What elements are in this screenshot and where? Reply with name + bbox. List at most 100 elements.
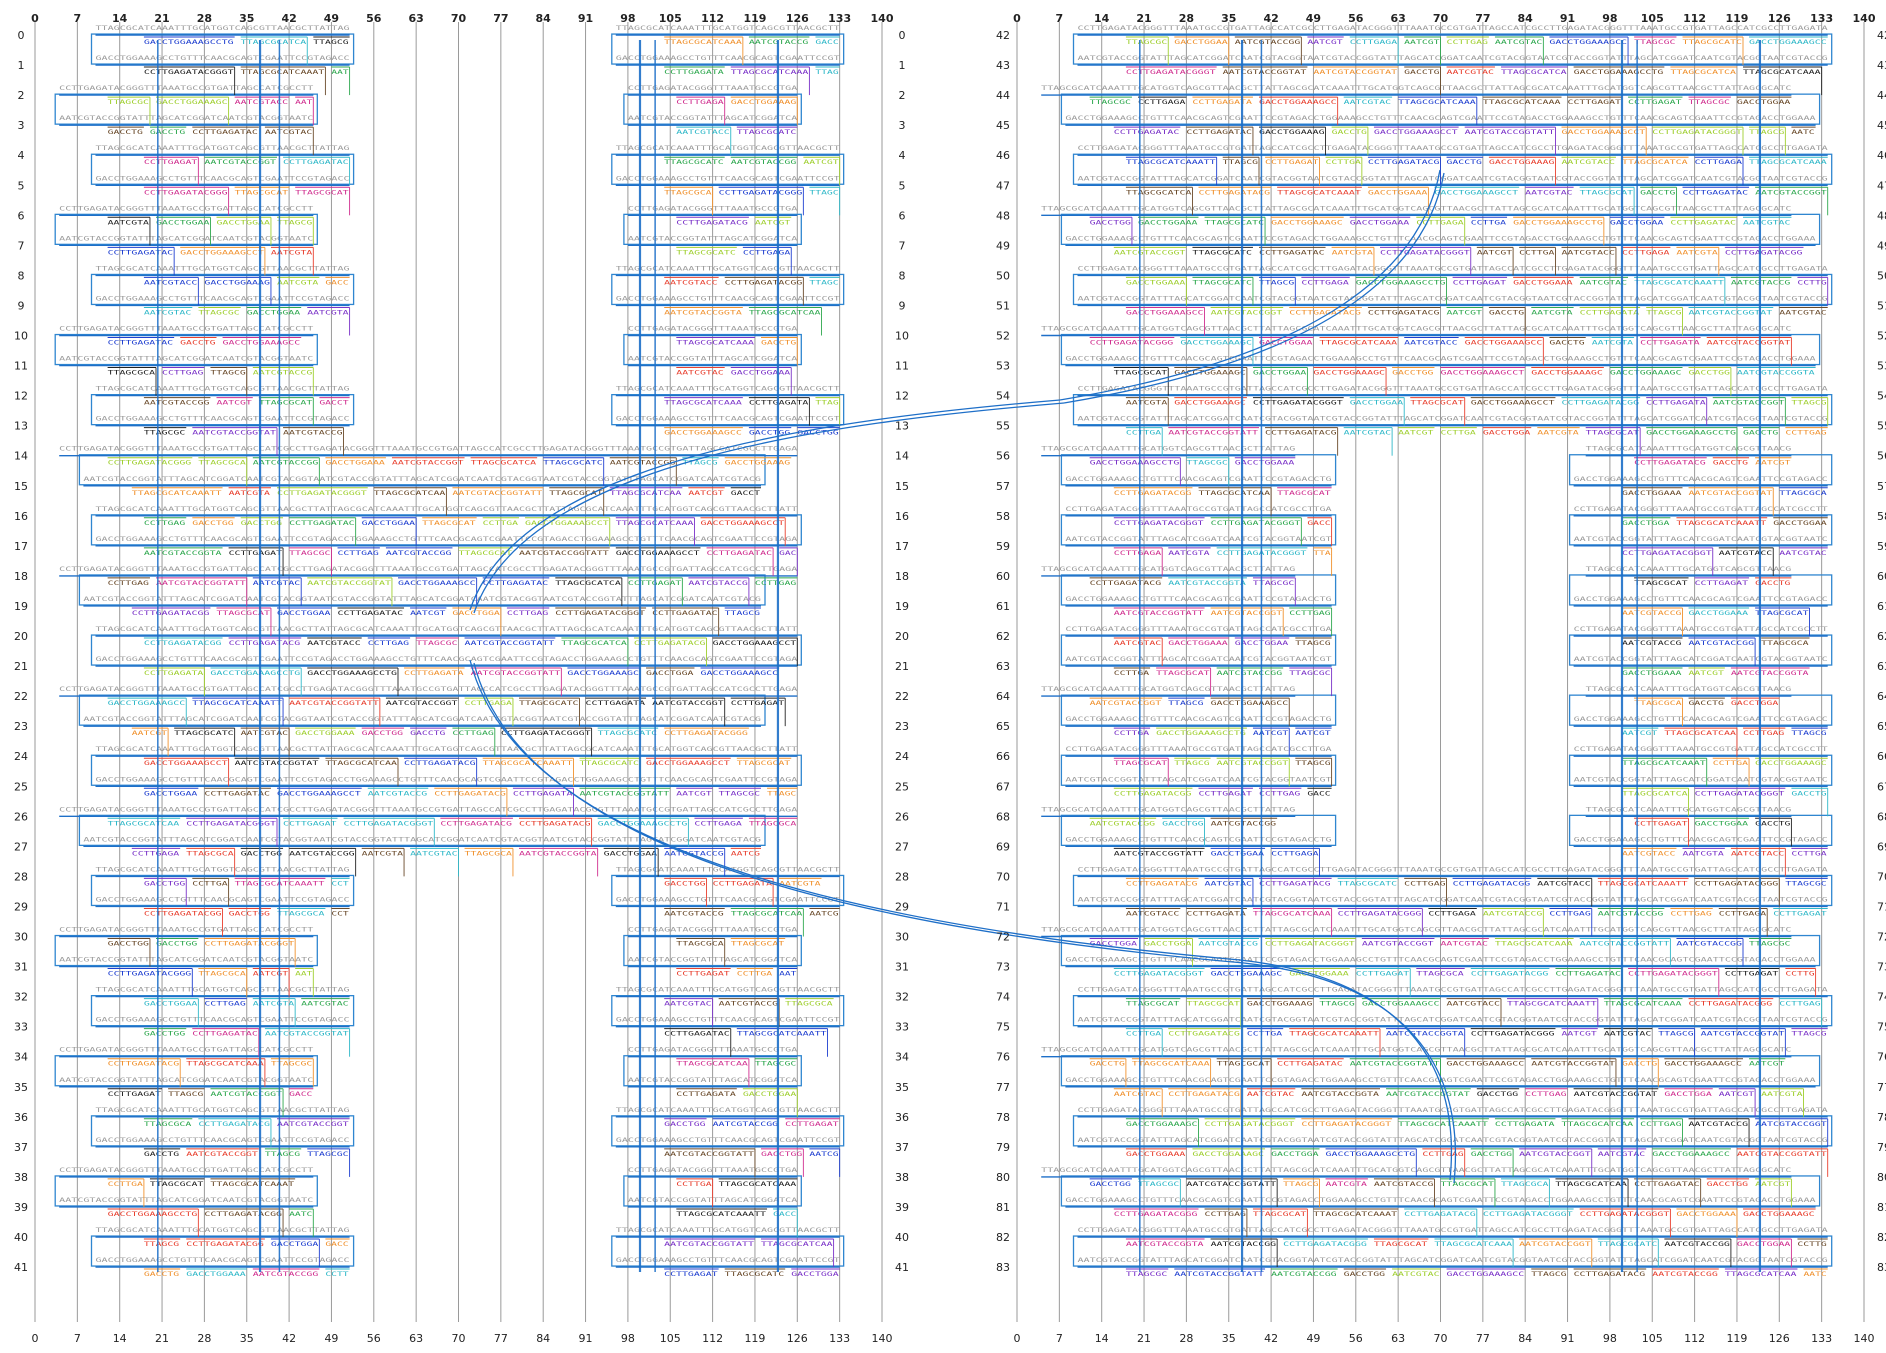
scaffold-sequence: CCTTGAGATACGGGTTTAAATGCCGTGA <box>628 325 798 333</box>
x-tick-label-top: 77 <box>493 12 508 25</box>
staple-sequence: GACCTGGA <box>271 1240 319 1248</box>
staple-sequence: AATCGT <box>1562 1030 1598 1038</box>
x-tick-label-bottom: 84 <box>536 1332 550 1345</box>
scaffold-sequence: GACCTGGAAAGCCTGTTTCAACGCAGTCGAATTCCGTAGA… <box>1065 475 1331 483</box>
x-tick-label-top: 63 <box>408 12 423 25</box>
x-tick-label-top: 84 <box>1518 12 1534 25</box>
scaffold-sequence: CCTTGAGATACGGGTTTAAATGCCGTGA <box>628 1166 798 1174</box>
staple-sequence: CCTTGAGATAC <box>652 609 718 617</box>
staple-sequence: AATCGTACCGGTATT <box>452 489 542 497</box>
row-label: 50 <box>996 269 1010 282</box>
staple-sequence: GACCTGGAAAG <box>731 98 797 106</box>
staple-sequence: AATCGT <box>1689 669 1725 677</box>
row-label: 23 <box>14 720 28 733</box>
staple-sequence: GACCTGG <box>664 1120 706 1128</box>
scaffold-sequence: CCTTGAGATACGGGTTTAAATGCCGTGATTAGCCATCGCC… <box>1078 1106 1828 1114</box>
row-label: 29 <box>895 900 909 913</box>
staple-sequence: AATCGTACCG <box>664 909 724 917</box>
row-label: 53 <box>1877 360 1886 373</box>
staple-sequence: TTAGCG <box>1531 1270 1567 1278</box>
row-label: 60 <box>996 570 1010 583</box>
long-crossovers <box>157 40 1762 1272</box>
staple-sequence: TTAGCG <box>1791 399 1827 407</box>
staple-sequence: GACCTG <box>1755 819 1791 827</box>
row-label: 82 <box>996 1231 1010 1244</box>
row-label: 65 <box>996 720 1010 733</box>
x-tick-label-bottom: 140 <box>1854 1332 1875 1345</box>
scaffold-sequence: GACCTGGAAAGCCTGTTTCAACGCAGTCGAATTCCGTAGA… <box>1065 956 1815 964</box>
row-label: 28 <box>14 870 28 883</box>
staple-sequence: GACCTGGAAAGCCT <box>144 759 228 767</box>
staple-sequence: AATCGTAC <box>1779 549 1827 557</box>
staple-sequence: TTAGCG <box>1791 1030 1827 1038</box>
staple-sequence: GACCTG <box>1489 308 1525 316</box>
staple-sequence: AATCGTA <box>1676 248 1718 256</box>
staple-sequence: CCTTGA <box>1713 759 1749 767</box>
row-label: 22 <box>895 690 909 703</box>
x-tick-label-top: 49 <box>324 12 339 25</box>
staple-sequence: TTAGCGCAT <box>1580 188 1634 196</box>
x-tick-label-bottom: 119 <box>1726 1332 1747 1345</box>
scaffold-sequence: GACCTGGAAAGCCTGTTTCAACGCAGTCGAATTCCGT <box>616 1016 840 1024</box>
staple-sequence: GACCTGGAAAGCCT <box>1441 369 1525 377</box>
staple-sequence: CCTTGA <box>1441 429 1477 437</box>
staple-sequence: CCT <box>331 879 348 887</box>
staple-sequence: AATCGTACCGG <box>1211 819 1277 827</box>
staple-sequence: AATCGTACCG <box>1622 639 1682 647</box>
helix-bundle-frame <box>611 393 845 426</box>
long-crossover-curve <box>469 399 1061 611</box>
staple-sequence: TTAGCGCA <box>1779 489 1827 497</box>
staple-sequence: GACCT <box>319 399 348 407</box>
staple-sequence: TTAGCGCAT <box>422 519 476 527</box>
row-label: 15 <box>14 480 28 493</box>
x-tick-label-bottom: 63 <box>409 1332 423 1345</box>
row-label: 41 <box>14 1261 28 1274</box>
staple-sequence: GACCTGGAAAGCCT <box>525 519 609 527</box>
staple-sequence: GACCTG <box>1755 579 1791 587</box>
long-crossover-curve <box>1239 959 1453 1181</box>
staple-sequence: GACCTG <box>1090 1060 1126 1068</box>
staple-sequence: TTAGCG <box>210 369 246 377</box>
row-label: 48 <box>1877 209 1886 222</box>
scaffold-sequence: AATCGTACCGGTATTTAGCATCGGATCAATCGTACGGTAA… <box>1078 1256 1828 1264</box>
scaffold-sequence: TTAGCGCATCAAATTTGCATGGTCAGCGTTAACG <box>1586 565 1792 573</box>
helix-bundle-frame <box>611 1235 845 1267</box>
row-label: 30 <box>14 931 28 944</box>
row-label: 8 <box>18 269 25 282</box>
staple-sequence: CCTTGA <box>1326 158 1362 166</box>
staple-sequence: CCTTGAGATACGGGT <box>1114 970 1204 978</box>
scaffold-sequence: AATCGTACCGGTATTTAGCATCGGATCAATCGTACGGTAA… <box>1065 655 1331 663</box>
scaffold-sequence: AATCGTACCGGTATTTAGCATCGGATCAATCGTACGGTAA… <box>83 475 761 483</box>
staple-sequence: CCTTG <box>1785 970 1814 978</box>
staple-sequence: TTAGC <box>767 789 796 797</box>
staple-sequence: CCTTGAGATACGG <box>132 609 210 617</box>
x-tick-label-bottom: 126 <box>1769 1332 1790 1345</box>
staple-sequence: GACCTGGAAAGC <box>1180 339 1252 347</box>
staple-sequence: CCTTGAGAT <box>1356 970 1410 978</box>
staple-sequence: CCTTGAGATACG <box>440 819 512 827</box>
row-label: 40 <box>895 1231 909 1244</box>
staple-sequence: CCTTGAGATACGGGT <box>1265 940 1355 948</box>
row-label: 12 <box>895 390 909 403</box>
staple-sequence: TTAGCGCA <box>664 188 712 196</box>
staple-sequence: CCTTGAGA <box>465 699 513 707</box>
staple-sequence: GACCTGG <box>664 879 706 887</box>
scaffold-sequence: TTAGCGCATCAAATTTGCATGGTCAGCGTTAACGCTTATT… <box>1041 204 1791 212</box>
staple-sequence: AATCGTACCG <box>1199 940 1259 948</box>
x-tick-label-top: 7 <box>74 12 82 25</box>
row-label: 27 <box>14 840 28 853</box>
scaffold-sequence: AATCGTACCGGTATTTAGCATCGGATCAATCGTACGGTAA… <box>83 715 761 723</box>
staple-sequence: AATCGTACC <box>1537 879 1591 887</box>
staple-sequence: AATCGTACCGGTATT <box>1174 1270 1264 1278</box>
scaffold-sequence: TTAGCGCATCAAATTTGCATGGTCAGCGTTAACGCTT <box>616 1226 840 1234</box>
staple-sequence: GACCTGGAAAGCC <box>108 699 186 707</box>
staple-sequence: TTAGCGCA <box>198 970 246 978</box>
staple-sequence: TTAGCGC <box>1186 459 1228 467</box>
staple-sequence: CCTTGAGATACGG <box>144 639 222 647</box>
staple-sequence: GACCTGGA <box>1144 940 1192 948</box>
staple-sequence: CCTTGAGATA <box>1646 399 1706 407</box>
staple-sequence: CCTTGAGATACGG <box>1562 399 1640 407</box>
staple-sequence: TTAGCGC <box>198 308 240 316</box>
row-label: 20 <box>14 630 28 643</box>
staple-sequence: TTAGCGCA <box>277 909 325 917</box>
